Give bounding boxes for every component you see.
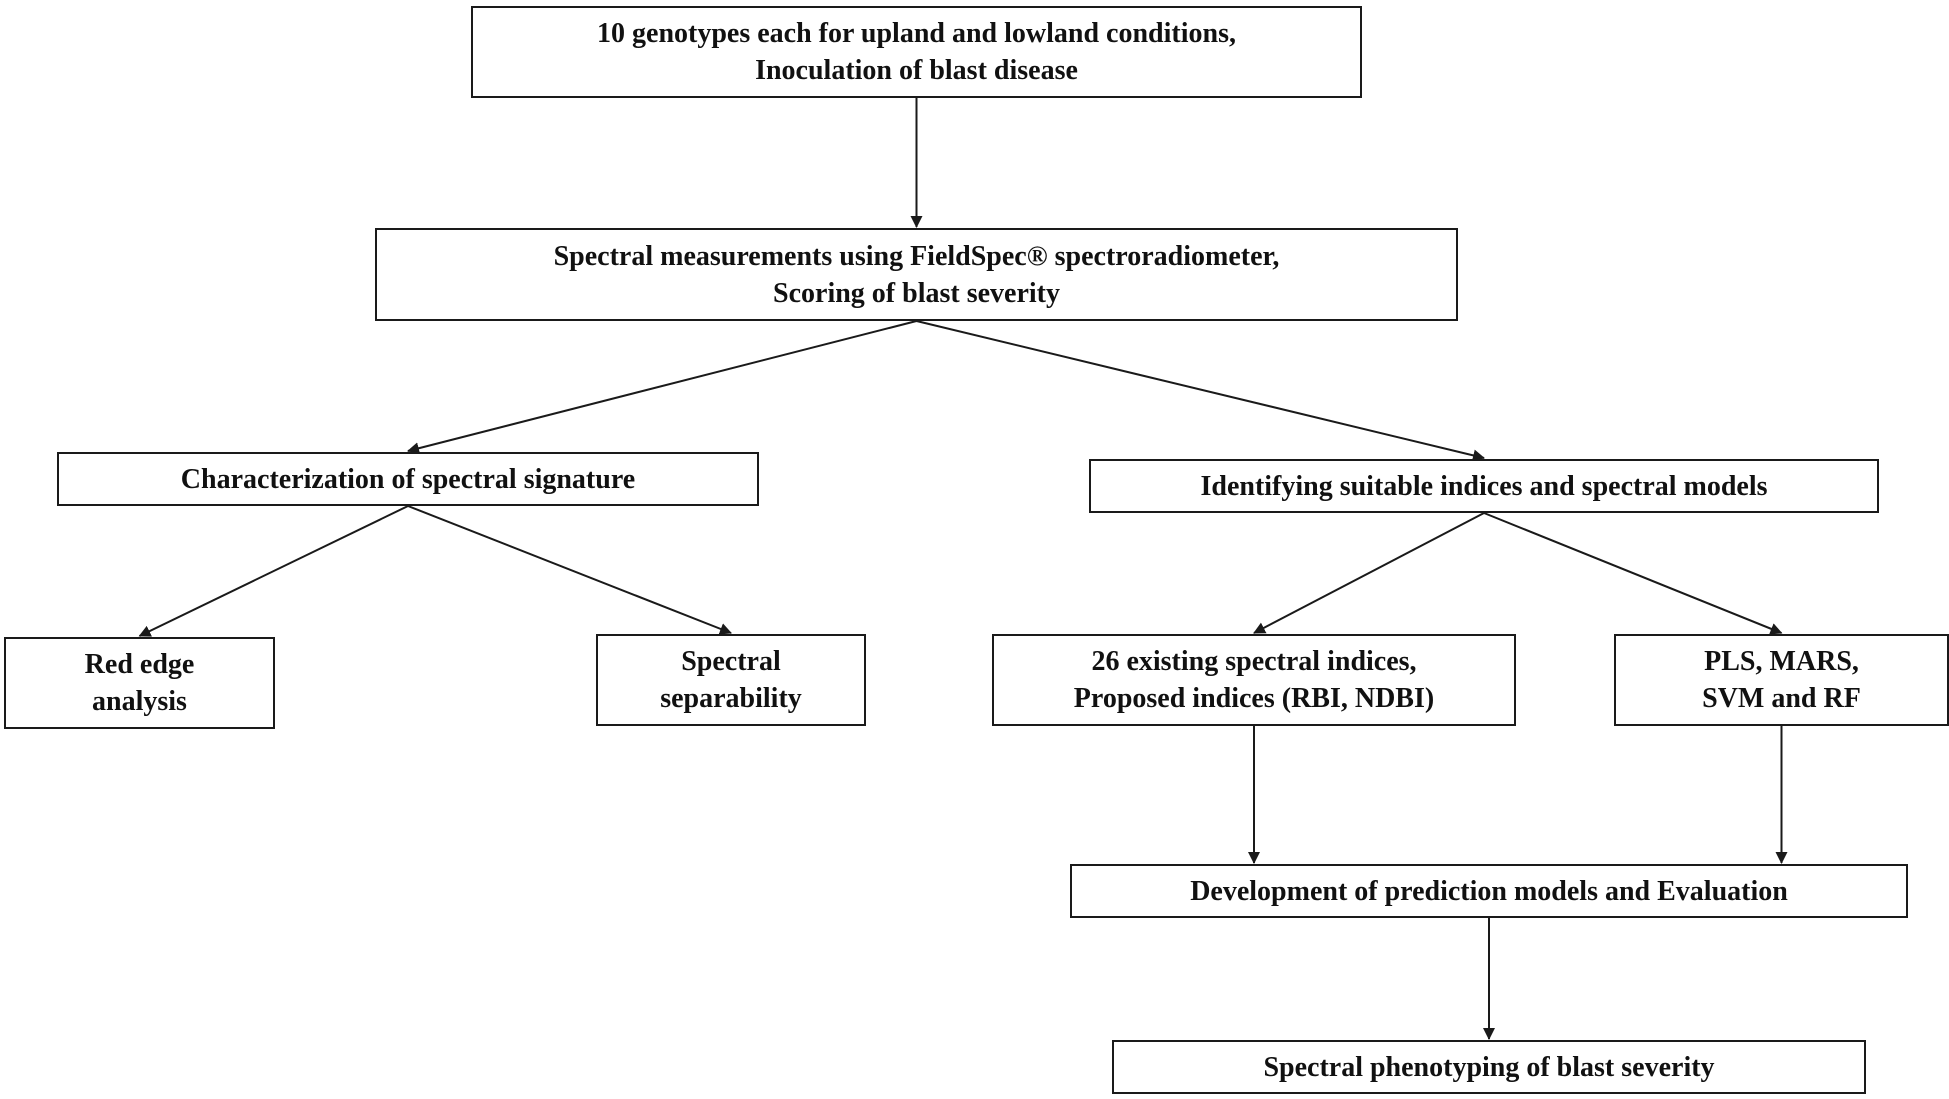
arrow-identifying-to-indices [1253,512,1485,634]
arrow-identifying-to-models [1483,512,1783,635]
box-line: Spectral measurements using FieldSpec® s… [553,240,1280,272]
box-genotypes-inoculation: 10 genotypes each for upland and lowland… [471,6,1362,98]
box-spectral-separability: Spectral separability [596,634,866,726]
box-line: PLS, MARS, [1704,646,1859,677]
box-development-prediction-models: Development of prediction models and Eva… [1070,864,1908,918]
box-red-edge-analysis: Red edge analysis [4,637,275,729]
box-line: Spectral [681,646,781,677]
box-line: separability [660,683,802,714]
box-identifying-indices-models: Identifying suitable indices and spectra… [1089,459,1879,513]
box-line: Characterization of spectral signature [180,463,636,495]
box-line: 10 genotypes each for upland and lowland… [597,18,1236,49]
box-spectral-measurements: Spectral measurements using FieldSpec® s… [375,228,1458,321]
box-spectral-indices: 26 existing spectral indices, Proposed i… [992,634,1516,726]
arrow-characterization-to-separability [407,505,732,635]
box-line: 26 existing spectral indices, [1091,646,1417,677]
box-line: Proposed indices (RBI, NDBI) [1073,683,1435,714]
box-line: Development of prediction models and Eva… [1190,875,1788,907]
box-line: Red edge [84,649,195,680]
box-spectral-phenotyping: Spectral phenotyping of blast severity [1112,1040,1866,1094]
box-line: Identifying suitable indices and spectra… [1200,470,1768,502]
arrow-spectral-measurements-to-characterization [407,320,917,455]
box-line: Spectral phenotyping of blast severity [1263,1051,1715,1083]
box-line: analysis [92,686,187,717]
box-line: Inoculation of blast disease [755,55,1078,86]
arrow-spectral-measurements-to-identifying [916,320,1485,462]
box-line: Scoring of blast severity [773,277,1060,309]
box-pls-mars-svm-rf: PLS, MARS, SVM and RF [1614,634,1949,726]
arrow-characterization-to-red-edge [138,505,409,637]
box-characterization-spectral-signature: Characterization of spectral signature [57,452,759,506]
box-line: SVM and RF [1702,683,1861,714]
